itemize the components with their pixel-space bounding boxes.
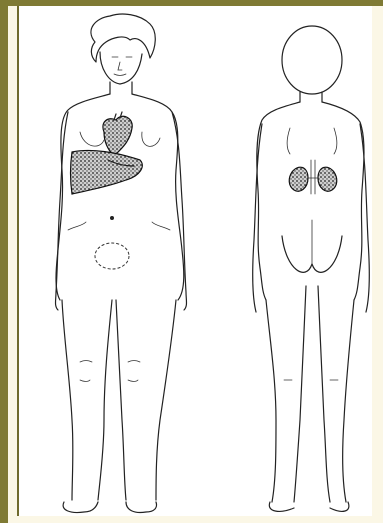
kidney-left-organ [289,167,308,191]
back-body-figure [253,26,370,511]
kidney-right-organ [318,167,337,191]
heart-organ [103,116,132,156]
bladder-organ [95,243,129,269]
liver-organ [71,150,143,194]
front-body-figure [56,14,187,512]
